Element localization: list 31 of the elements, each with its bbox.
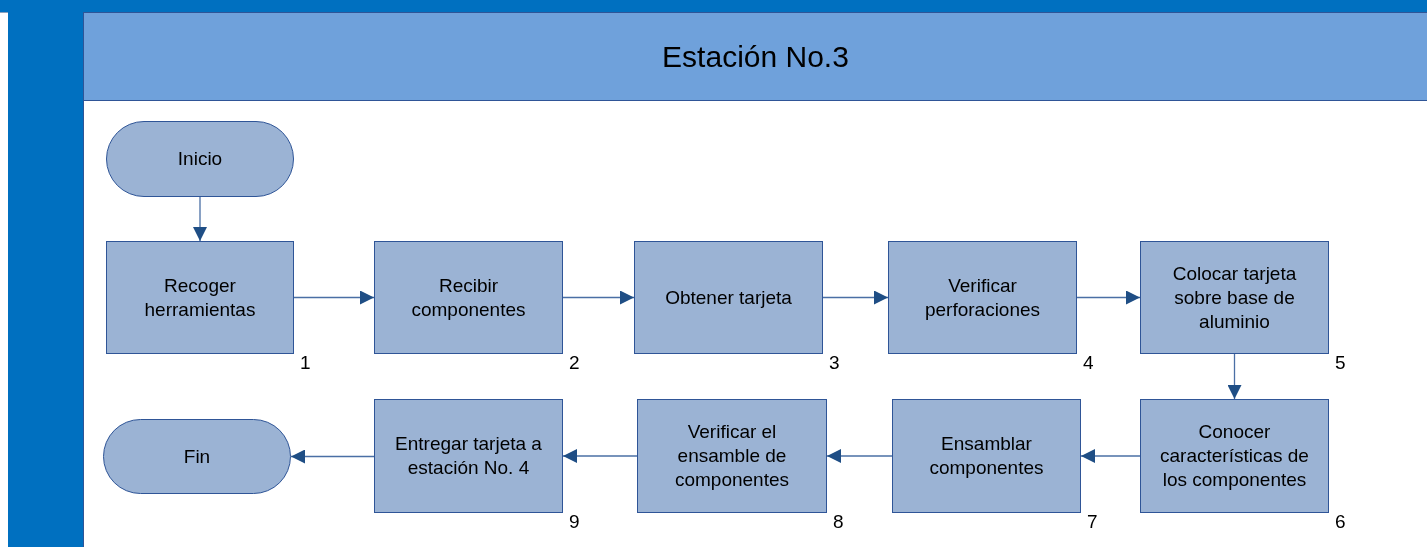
step-number: 5 [1335, 352, 1346, 374]
step-number: 2 [569, 352, 580, 374]
arrow [293, 290, 375, 305]
process-box: Entregar tarjeta a estación No. 4 [374, 399, 563, 513]
process-box: Recibir componentes [374, 241, 563, 354]
process-box: Recoger herramientas [106, 241, 294, 354]
arrow [562, 449, 638, 463]
step-number: 1 [300, 352, 311, 374]
process-box: Colocar tarjeta sobre base de aluminio [1140, 241, 1329, 354]
step-number: 6 [1335, 511, 1346, 533]
process-box: Verificar perforaciones [888, 241, 1077, 354]
step-number: 8 [833, 511, 844, 533]
arrow [826, 449, 893, 463]
arrow [1227, 353, 1242, 400]
terminator-shape: Inicio [106, 121, 294, 197]
step-number: 3 [829, 352, 840, 374]
arrow [1080, 449, 1141, 463]
step-number: 4 [1083, 352, 1094, 374]
terminator-shape: Fin [103, 419, 291, 494]
process-box: Ensamblar componentes [892, 399, 1081, 513]
arrow [290, 449, 375, 464]
step-number: 7 [1087, 511, 1098, 533]
step-number: 9 [569, 511, 580, 533]
arrow [822, 290, 889, 305]
process-box: Verificar el ensamble de componentes [637, 399, 827, 513]
process-box: Obtener tarjeta [634, 241, 823, 354]
arrow [193, 196, 207, 242]
process-box: Conocer características de los componentes [1140, 399, 1329, 513]
arrow [562, 290, 635, 305]
arrow [1076, 290, 1141, 305]
lane-title: Estación No.3 [84, 13, 1427, 101]
